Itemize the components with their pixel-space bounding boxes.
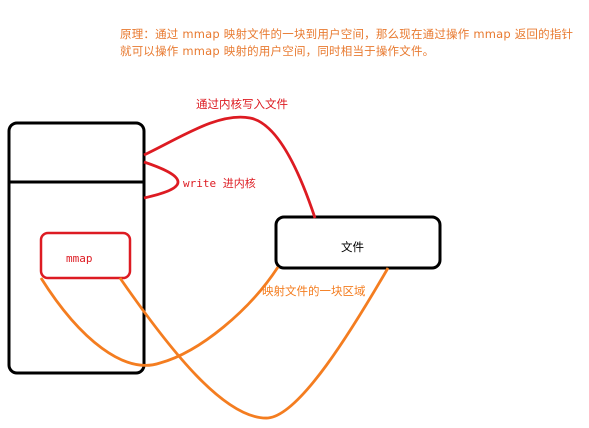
principle-note: 原理：通过 mmap 映射文件的一块到用户空间，那么现在通过操作 mmap 返回… (120, 26, 585, 60)
write-syscall-loop (143, 160, 180, 200)
principle-note-line-1: 原理：通过 mmap 映射文件的一块到用户空间，那么现在通过操作 mmap 返回… (120, 27, 574, 41)
kernel-write-arrow (143, 115, 317, 219)
write-kernel-label: write 进内核 (183, 177, 256, 190)
mmap-box (39, 231, 132, 280)
process-box (7, 121, 146, 375)
file-label: 文件 (341, 240, 364, 254)
principle-note-line-2: 就可以操作 mmap 映射的用户空间，同时相当于操作文件。 (120, 44, 435, 58)
kernel-write-label: 通过内核写入文件 (196, 97, 288, 111)
file-box (274, 215, 442, 270)
mmap-label: mmap (66, 252, 93, 265)
mapping-curve-inner (118, 267, 390, 420)
mapped-region-label: 映射文件的一块区域 (262, 284, 366, 298)
mapping-curve-outer (39, 266, 280, 367)
